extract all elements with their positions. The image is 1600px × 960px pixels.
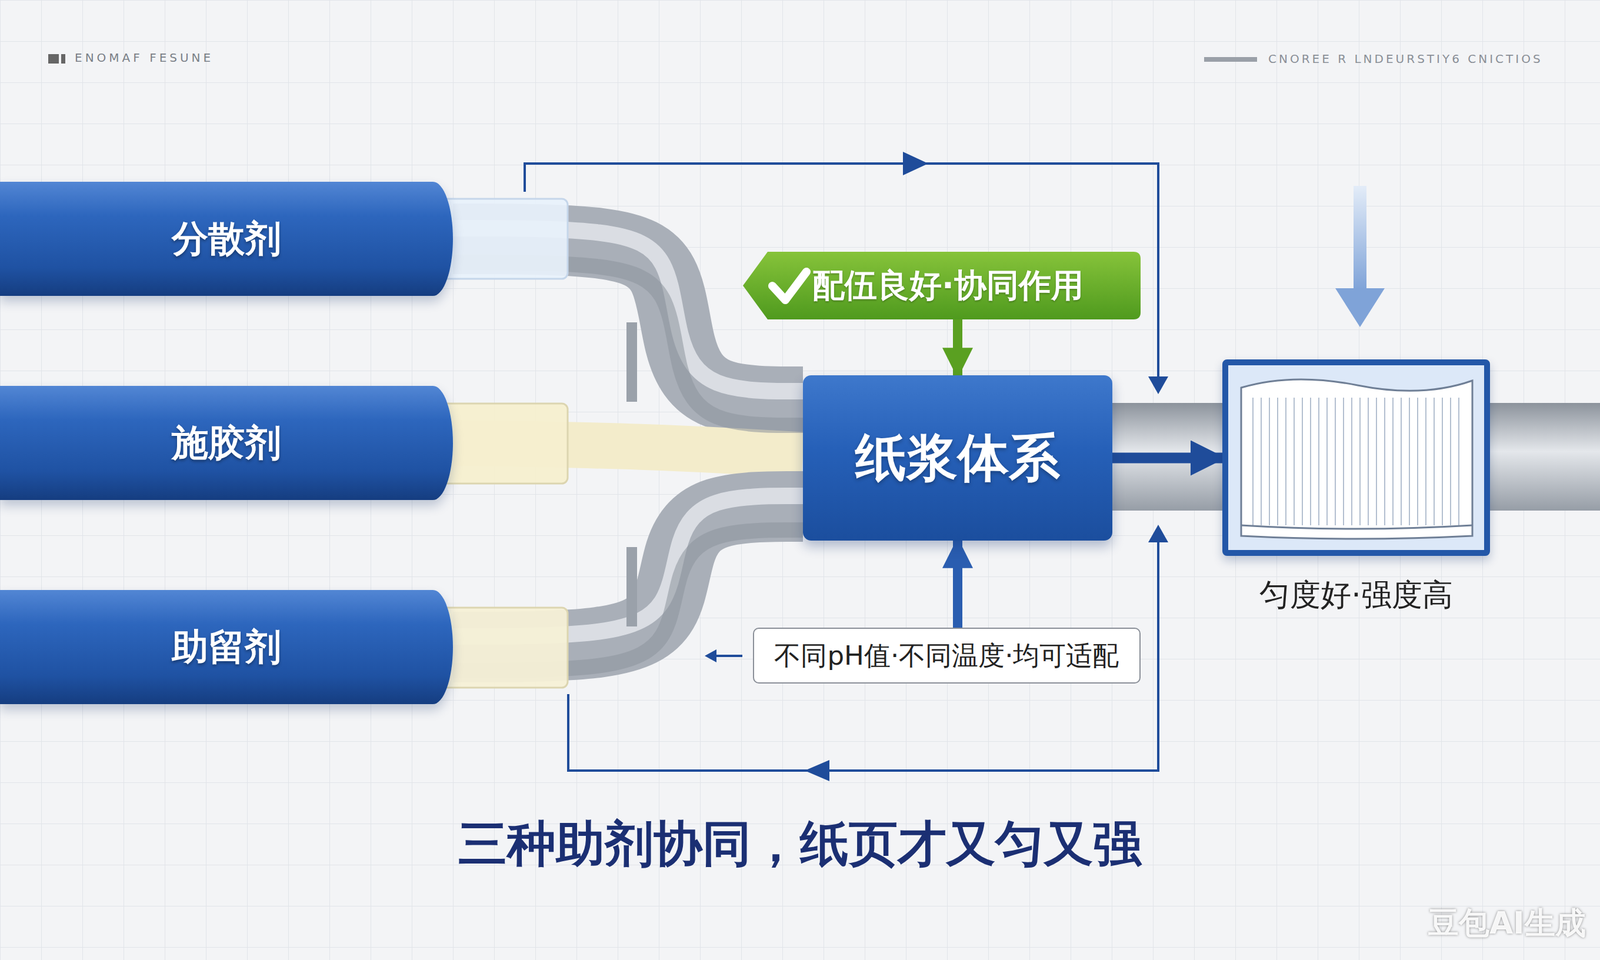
paper-sheet: [1241, 379, 1473, 539]
paper-box: 匀度好·强度高: [1222, 359, 1490, 556]
glass-tube: [435, 198, 568, 279]
paper-fiber: [1408, 397, 1410, 526]
arrow-connector: [952, 540, 963, 628]
input-arrow-shaft: [1353, 185, 1367, 290]
glass-tube: [435, 607, 568, 688]
result-label: 匀度好·强度高: [1140, 574, 1573, 616]
header-text: ENOMAF FESUNE: [74, 50, 214, 65]
paper-fiber: [1318, 397, 1320, 526]
paper-fiber: [1351, 397, 1353, 526]
pipe-label: 助留剂: [171, 622, 282, 672]
arrow-connector: [1112, 452, 1223, 464]
header-mark: [61, 54, 66, 64]
loop-arrow: [1148, 524, 1169, 543]
header-text: CNOREE R LNDEURSTIY6 CNICTIOS: [1268, 51, 1543, 66]
caption: 三种助剂协同，纸页才又匀又强: [0, 811, 1600, 878]
paper-fiber: [1450, 397, 1452, 526]
paper-fiber: [1417, 397, 1419, 526]
tag-label: 配伍良好·协同作用: [812, 264, 1084, 308]
paper-fiber: [1326, 397, 1328, 526]
additive-pipe: 分散剂: [0, 181, 453, 296]
glass-tubes: [435, 198, 638, 688]
paper-fiber: [1285, 397, 1287, 526]
paper-fiber: [1277, 397, 1279, 526]
paper-fiber: [1400, 397, 1402, 526]
paper-fiber: [1433, 397, 1435, 526]
watermark: 豆包AI生成: [1428, 902, 1586, 945]
additive-pipe: 施胶剂: [0, 385, 453, 500]
paper-fiber: [1293, 397, 1295, 526]
loop-arrow: [804, 760, 830, 782]
pipe-ring: [626, 322, 638, 402]
loop-arrow: [1148, 376, 1169, 395]
paper-fiber: [1384, 397, 1386, 526]
paper-fiber: [1392, 397, 1394, 526]
pipe-ring: [626, 547, 638, 627]
paper-fiber: [1334, 397, 1336, 526]
paper-fiber: [1342, 397, 1345, 526]
process-box: 纸浆体系: [802, 375, 1113, 541]
glass-tube: [435, 403, 568, 484]
paper-fiber: [1260, 397, 1262, 526]
tag-body: [742, 251, 1141, 320]
callout-tag: 配伍良好·协同作用: [742, 251, 1141, 320]
pipe-label: 施胶剂: [171, 418, 282, 468]
loop-arrow: [902, 151, 929, 176]
check-mark: [772, 271, 807, 300]
header-bar: [1204, 57, 1258, 62]
paper-fiber: [1458, 397, 1460, 526]
arrow-connector: [952, 319, 963, 376]
note-text: 不同pH值·不同温度·均可适配: [774, 638, 1119, 674]
paper-illustration: [1228, 365, 1485, 550]
paper-fiber: [1268, 397, 1270, 526]
paper-edge: [1241, 525, 1473, 529]
paper-fiber: [1441, 397, 1443, 526]
pipe-label: 分散剂: [171, 214, 282, 264]
paper-fiber: [1425, 397, 1427, 526]
box-label: 纸浆体系: [855, 423, 1060, 493]
paper-fiber: [1359, 397, 1361, 526]
paper-fiber: [1367, 397, 1369, 526]
paper-fiber: [1310, 397, 1312, 526]
loop-arrow: [704, 649, 717, 663]
paper-fiber: [1301, 397, 1303, 526]
paper-fiber: [1252, 397, 1254, 526]
header-mark: [48, 54, 59, 64]
input-arrow-head: [1335, 288, 1385, 328]
paper-fiber: [1375, 397, 1378, 526]
note-box: 不同pH值·不同温度·均可适配: [752, 627, 1141, 684]
additive-pipe: 助留剂: [0, 590, 453, 705]
